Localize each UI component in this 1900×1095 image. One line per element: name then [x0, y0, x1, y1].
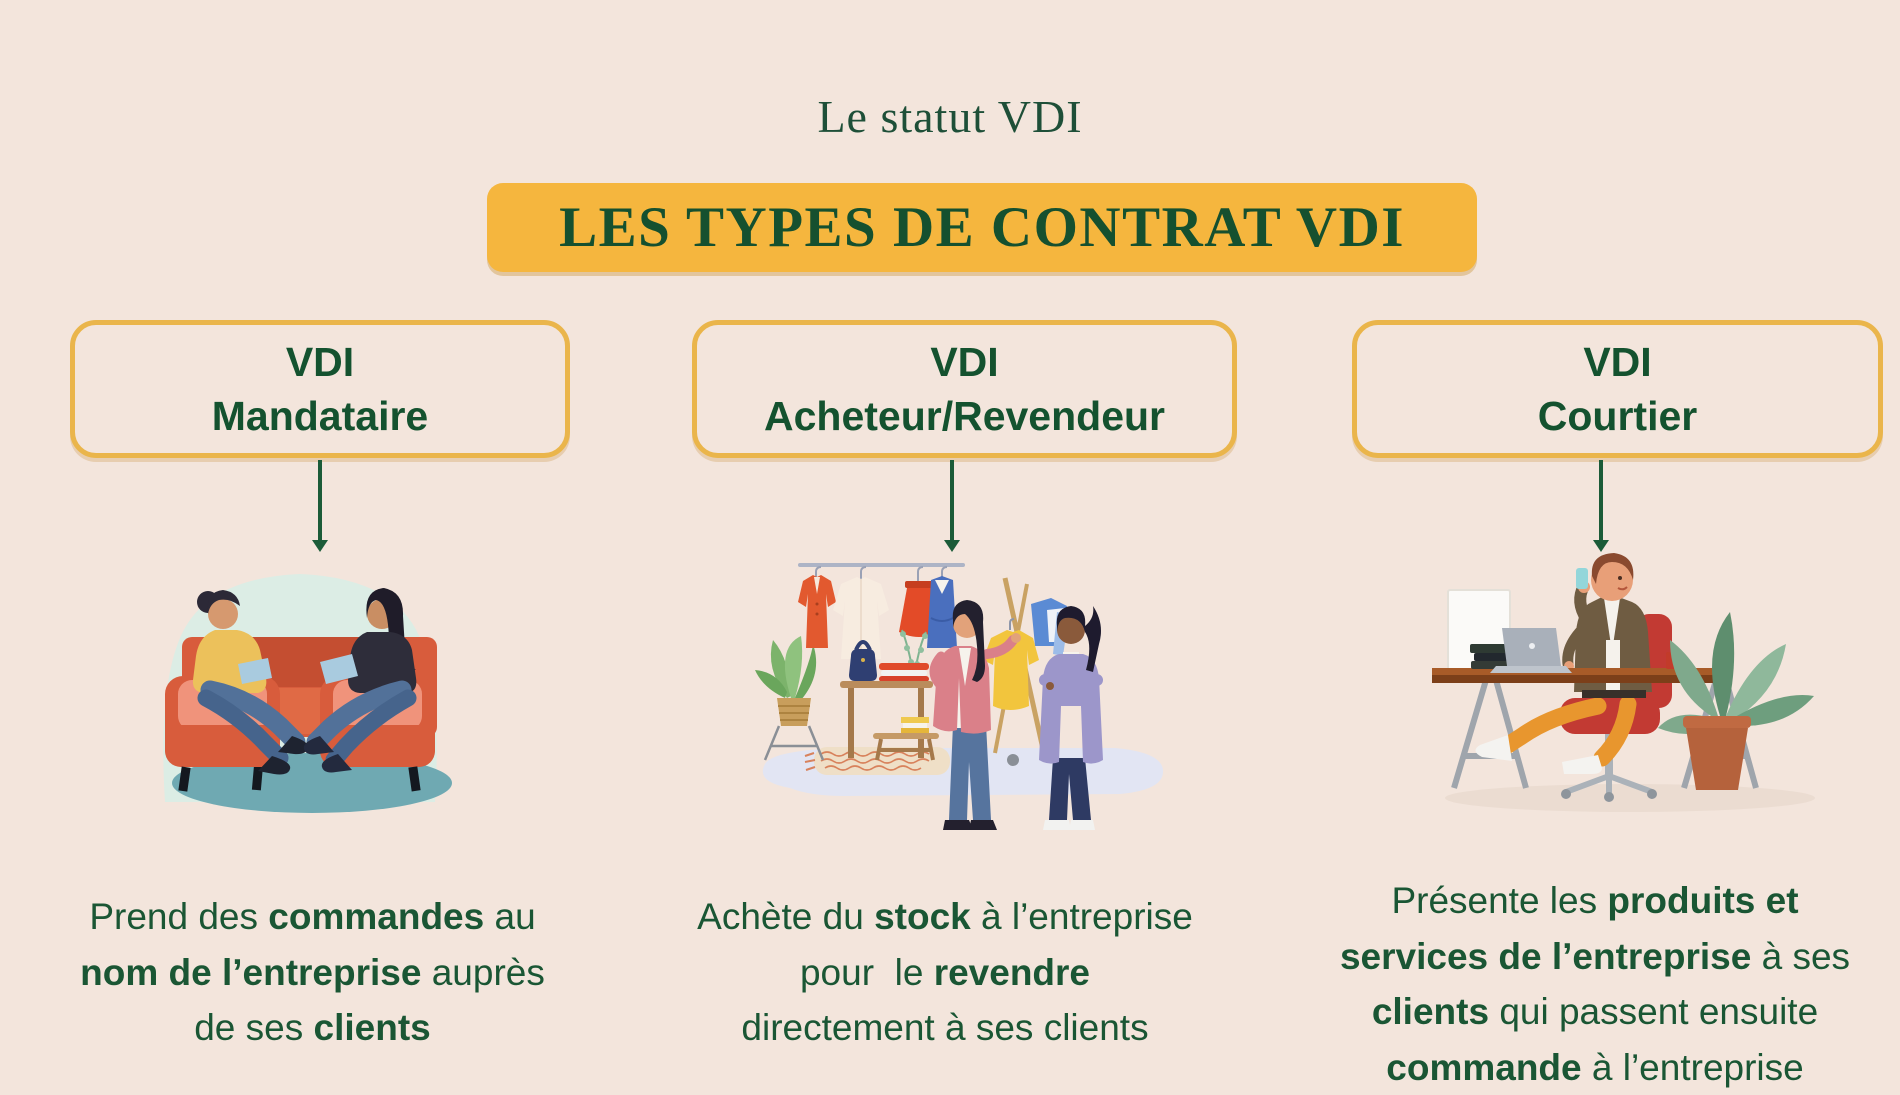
orange-jacket — [798, 575, 836, 648]
box-title-line: VDI — [285, 338, 355, 385]
page-title: Le statut VDI — [817, 91, 1083, 142]
books — [1470, 644, 1510, 669]
down-arrow-icon — [1593, 460, 1609, 552]
bench — [873, 717, 939, 761]
box-title-line: VDI — [1583, 338, 1652, 385]
potted-plant — [755, 636, 825, 761]
main-banner: LES TYPES DE CONTRAT VDI — [487, 183, 1477, 272]
plant — [1658, 612, 1814, 790]
box-title-line: Mandataire — [211, 393, 429, 439]
desk-top — [1432, 668, 1732, 683]
woman-left — [192, 590, 309, 775]
box-vdi-acheteur-revendeur: VDI Acheteur/Revendeur — [692, 320, 1237, 458]
illustration-man-desk-phone — [1432, 553, 1815, 812]
box-title-line: Acheteur/Revendeur — [763, 393, 1165, 439]
blue-dress — [927, 576, 957, 648]
woman-right — [303, 588, 417, 773]
down-arrow-icon — [944, 460, 960, 552]
box-vdi-courtier: VDI Courtier — [1352, 320, 1883, 458]
illustration-clothing-store — [755, 563, 1164, 830]
cream-shirt — [833, 577, 889, 659]
woman-purple-coat — [1039, 606, 1103, 830]
folded-clothes-red — [879, 663, 929, 682]
illustration-couch-conversation — [163, 574, 452, 813]
ground-shadow — [1445, 784, 1815, 812]
down-arrow-icon — [312, 460, 328, 552]
handbag — [849, 640, 877, 681]
box-vdi-mandataire: VDI Mandataire — [70, 320, 570, 458]
woman-pink-jacket — [929, 600, 1021, 830]
banner-label: LES TYPES DE CONTRAT VDI — [559, 196, 1405, 259]
clothes-rack — [798, 563, 965, 659]
box-title-line: Courtier — [1537, 393, 1698, 439]
rug — [172, 753, 452, 813]
box-title-line: VDI — [930, 338, 999, 385]
laptop — [1490, 628, 1572, 673]
